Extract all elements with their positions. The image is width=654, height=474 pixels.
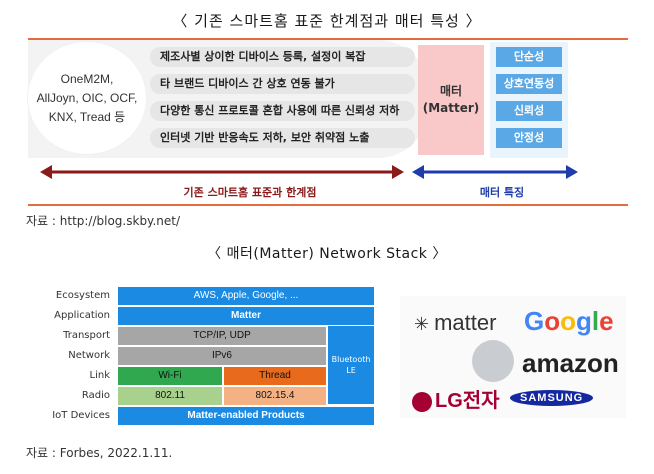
layer-label: Radio — [81, 390, 110, 401]
bottom-rule — [28, 204, 628, 206]
matter-label-en: (Matter) — [422, 101, 480, 115]
feature-badge: 신뢰성 — [496, 101, 562, 121]
layer-label: Application — [54, 310, 110, 321]
standard-line: KNX, Tread 등 — [48, 109, 126, 124]
apple-logo-icon — [472, 340, 514, 382]
transport-cell: TCP/IP, UDP — [118, 327, 326, 345]
figure1-title: 〈 기존 스마트홈 표준 한계점과 매터 특성 〉 — [172, 12, 482, 30]
wifi-radio-cell: 802.11 — [118, 387, 222, 405]
lg-logo: LG전자 — [412, 384, 500, 413]
standards-ellipse: OneM2M, AllJoyn, OIC, OCF, KNX, Tread 등 — [28, 42, 146, 154]
matter-label: 매터 — [439, 84, 463, 98]
devices-cell: Matter-enabled Products — [118, 407, 374, 425]
wifi-link-cell: Wi-Fi — [118, 367, 222, 385]
brand-logos: ✳ matter Google amazon LG전자 SAMSUNG — [400, 296, 626, 418]
google-logo: Google — [524, 306, 614, 336]
red-arrow-head-left — [40, 165, 52, 179]
top-rule — [28, 38, 628, 40]
layer-label: Ecosystem — [55, 290, 110, 301]
feature-badge: 상호연동성 — [496, 74, 562, 94]
range-arrows — [40, 165, 578, 179]
matter-star-icon: ✳ — [414, 314, 435, 334]
issue-item: 인터넷 기반 반응속도 저하, 보안 취약점 노출 — [150, 128, 415, 148]
layer-label: Transport — [63, 330, 110, 341]
network-cell: IPv6 — [118, 347, 326, 365]
standard-line: AllJoyn, OIC, OCF, — [36, 90, 138, 105]
ecosystem-cell: AWS, Apple, Google, ... — [118, 287, 374, 305]
lg-circle-icon — [412, 391, 432, 412]
standard-line: OneM2M, — [60, 71, 114, 86]
samsung-logo: SAMSUNG — [510, 390, 594, 406]
limits-label: 기존 스마트홈 표준과 한계점 — [183, 186, 317, 199]
source-2: 자료 : Forbes, 2022.1.11. — [26, 446, 173, 460]
blue-arrow-head-left — [412, 165, 424, 179]
red-arrow-head-right — [392, 165, 404, 179]
thread-radio-cell: 802.15.4 — [224, 387, 326, 405]
features-label: 매터 특징 — [479, 186, 525, 199]
application-cell: Matter — [118, 307, 374, 325]
amazon-logo: amazon — [522, 348, 619, 378]
thread-link-cell: Thread — [224, 367, 326, 385]
blue-arrow-head-right — [566, 165, 578, 179]
matter-box: 매터 (Matter) — [418, 45, 484, 155]
issue-item: 타 브랜드 디바이스 간 상호 연동 불가 — [150, 74, 415, 94]
feature-badge: 안정성 — [496, 128, 562, 148]
figure2-title: 〈 매터(Matter) Network Stack 〉 — [207, 246, 447, 262]
issue-item: 제조사별 상이한 디바이스 등록, 설정이 복잡 — [150, 47, 415, 67]
feature-badge: 단순성 — [496, 47, 562, 67]
layer-label: Link — [89, 370, 110, 381]
layer-label: IoT Devices — [52, 410, 110, 421]
issue-item: 다양한 통신 프로토콜 혼합 사용에 따른 신뢰성 저하 — [150, 101, 415, 121]
matter-logo: ✳ matter — [414, 310, 497, 335]
ble-cell: Bluetooth LE — [328, 326, 374, 404]
source-1: 자료 : http://blog.skby.net/ — [26, 214, 180, 228]
layer-label: Network — [68, 350, 110, 361]
